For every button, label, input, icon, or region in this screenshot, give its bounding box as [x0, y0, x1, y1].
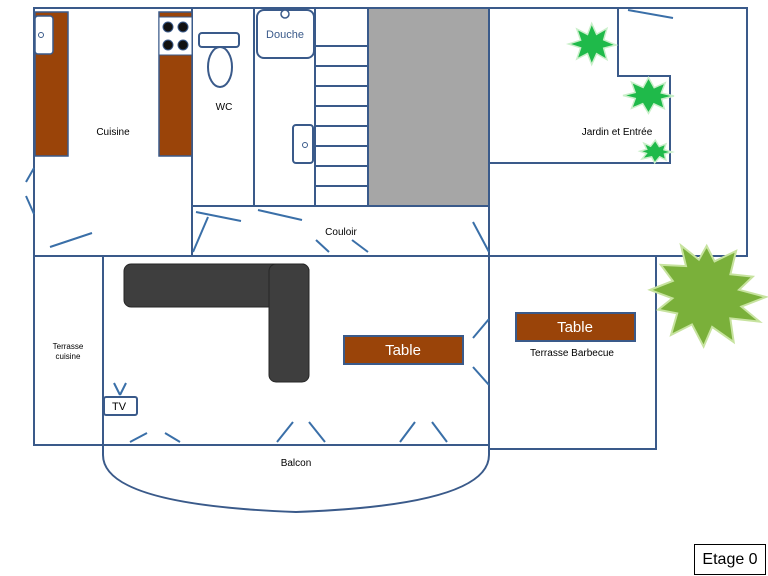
tv-unit [103, 396, 138, 416]
label-cuisine: Cuisine [96, 127, 130, 138]
stairs [315, 45, 368, 187]
table-salon-label: Table [385, 342, 421, 359]
table-barbecue [515, 312, 636, 342]
plant-star-icon [565, 21, 619, 67]
cooktop-burners [162, 21, 189, 51]
tv-antenna-left [113, 382, 121, 396]
label-terrasse-cuisine-2: cuisine [56, 352, 81, 361]
floor-level-text: Etage 0 [702, 550, 758, 568]
floor-level-badge: Etage 0 [694, 544, 766, 575]
label-douche: Douche [266, 29, 304, 41]
bathroom-sink-drain [302, 142, 308, 148]
cooktop [158, 16, 193, 56]
label-tv: TV [112, 401, 127, 413]
tree-star-icon [647, 242, 768, 349]
wc-bowl [207, 46, 233, 88]
label-jardin: Jardin et Entrée [582, 127, 653, 138]
shower-drain [280, 9, 290, 19]
label-terrasse-barbecue: Terrasse Barbecue [530, 348, 614, 359]
label-couloir: Couloir [325, 227, 357, 238]
plant-star-icon [622, 76, 675, 115]
label-terrasse-cuisine-1: Terrasse [53, 342, 84, 351]
door-swings [25, 9, 674, 443]
tv-antenna-right [119, 382, 127, 396]
label-balcon: Balcon [281, 458, 312, 469]
sofa-corner [268, 263, 310, 383]
sink-drain [38, 32, 44, 38]
plant-star-icon [637, 138, 675, 165]
table-barbecue-label: Table [557, 319, 593, 336]
label-wc: WC [216, 102, 233, 113]
walls [33, 7, 748, 514]
table-salon [343, 335, 464, 365]
stairwell-void [369, 9, 488, 205]
wc-tank [198, 32, 240, 48]
